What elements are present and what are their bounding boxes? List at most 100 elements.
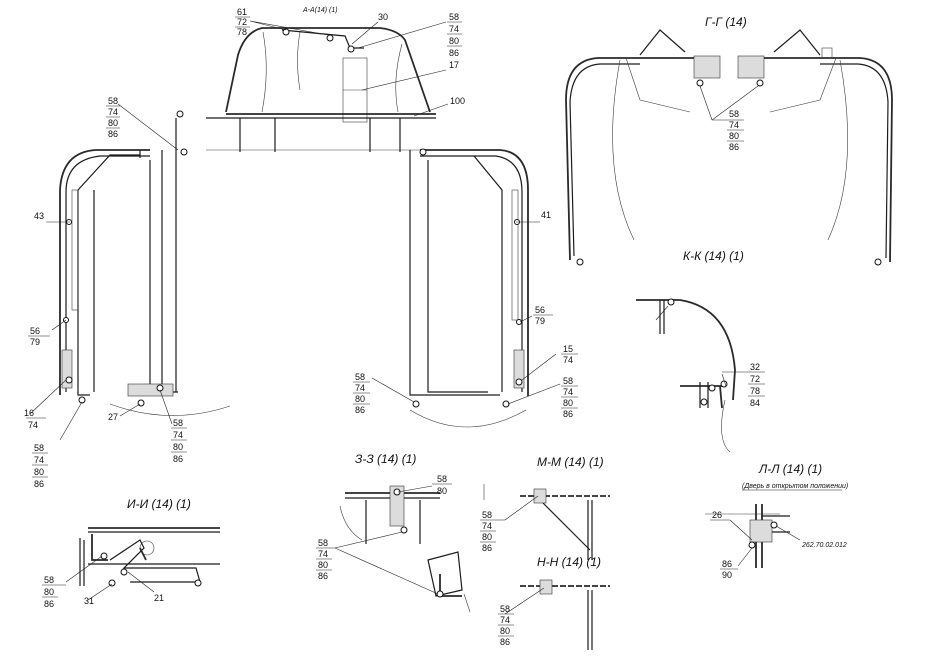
svg-text:74: 74 xyxy=(173,430,183,440)
svg-text:86: 86 xyxy=(500,637,510,647)
svg-text:58: 58 xyxy=(318,538,328,548)
bolt xyxy=(720,380,728,388)
svg-text:80: 80 xyxy=(34,467,44,477)
gg-left-wall xyxy=(565,57,700,261)
view-gg-title: Г-Г (14) xyxy=(705,15,747,29)
bolt xyxy=(576,258,584,266)
svg-text:58: 58 xyxy=(34,443,44,453)
bolt xyxy=(412,400,420,408)
callout-26: 26 xyxy=(712,510,722,520)
svg-text:32: 32 xyxy=(750,362,760,372)
svg-text:74: 74 xyxy=(318,549,328,559)
view-nn: Н-Н (14) (1) xyxy=(520,555,610,650)
svg-text:86: 86 xyxy=(355,405,365,415)
callout-41: 41 xyxy=(541,210,551,220)
callout-100: 100 xyxy=(450,96,465,106)
view-nn-title: Н-Н (14) (1) xyxy=(537,555,601,569)
bolt xyxy=(194,579,202,587)
view-aa-title: А-А(14) (1) xyxy=(302,7,338,14)
view-mm-title: М-М (14) (1) xyxy=(537,455,604,469)
svg-text:86: 86 xyxy=(318,571,328,581)
bolt xyxy=(419,148,427,156)
ll-bracket xyxy=(749,519,773,543)
view-aa: А-А(14) (1) xyxy=(206,7,436,152)
view-mm: М-М (14) (1) xyxy=(483,455,610,560)
svg-text:58: 58 xyxy=(449,12,459,22)
ii-latch xyxy=(109,539,201,583)
svg-text:80: 80 xyxy=(482,532,492,542)
svg-text:74: 74 xyxy=(449,24,459,34)
bolt xyxy=(347,45,355,53)
callout-58-post-right: 58 74 80 86 xyxy=(353,372,370,415)
svg-text:80: 80 xyxy=(44,587,54,597)
callout-27: 27 xyxy=(108,412,118,422)
leader-lines xyxy=(29,20,801,615)
svg-text:79: 79 xyxy=(535,316,545,326)
bolt xyxy=(108,579,116,587)
svg-text:56: 56 xyxy=(30,326,40,336)
callout-43: 43 xyxy=(34,211,44,221)
bolt xyxy=(515,378,523,386)
view-kk: К-К (14) (1) xyxy=(636,249,744,453)
callout-58-zz: 58 74 80 86 xyxy=(316,538,335,581)
callout-58-right-corner: 58 74 80 86 xyxy=(561,376,578,419)
right-post xyxy=(420,149,529,396)
callout-15: 15 74 xyxy=(561,344,578,365)
bracket-27 xyxy=(127,383,174,397)
svg-text:79: 79 xyxy=(30,337,40,347)
svg-text:58: 58 xyxy=(355,372,365,382)
svg-text:86: 86 xyxy=(722,559,732,569)
svg-text:56: 56 xyxy=(535,305,545,315)
svg-text:80: 80 xyxy=(563,398,573,408)
svg-text:86: 86 xyxy=(449,48,459,58)
svg-text:74: 74 xyxy=(729,120,739,130)
svg-text:58: 58 xyxy=(437,474,447,484)
svg-text:74: 74 xyxy=(500,615,510,625)
svg-text:86: 86 xyxy=(108,129,118,139)
callout-58-gg: 58 74 80 86 xyxy=(712,109,744,152)
svg-text:80: 80 xyxy=(437,486,447,496)
view-ii: И-И (14) (1) xyxy=(79,497,220,587)
svg-text:58: 58 xyxy=(482,510,492,520)
bolt xyxy=(180,148,188,156)
callout-31: 31 xyxy=(84,596,94,606)
svg-text:80: 80 xyxy=(355,394,365,404)
left-post xyxy=(59,149,150,395)
callout-58-nn: 58 74 80 86 xyxy=(498,604,514,647)
svg-text:74: 74 xyxy=(482,521,492,531)
nn-bolt-head xyxy=(539,579,553,595)
view-ll-title: Л-Л (14) (1) xyxy=(758,462,822,476)
kk-curved-panel xyxy=(636,299,736,401)
svg-text:86: 86 xyxy=(563,409,573,419)
callout-58-top-left: 58 74 80 86 xyxy=(106,96,120,139)
callout-58-aa: 58 74 80 86 xyxy=(447,12,462,58)
callout-61: 61 72 78 xyxy=(235,7,250,37)
callout-58-bottom-left: 58 74 80 86 xyxy=(32,443,48,489)
callout-30: 30 xyxy=(378,12,388,22)
callout-86: 86 90 xyxy=(720,559,738,580)
callout-17: 17 xyxy=(449,60,459,70)
bolt xyxy=(78,396,86,404)
svg-text:86: 86 xyxy=(482,543,492,553)
svg-text:80: 80 xyxy=(173,442,183,452)
svg-text:86: 86 xyxy=(44,599,54,609)
bolt xyxy=(282,28,290,36)
bolt xyxy=(156,384,164,392)
svg-text:80: 80 xyxy=(108,118,118,128)
svg-text:58: 58 xyxy=(173,418,183,428)
bolt xyxy=(748,541,756,549)
gg-right-wall xyxy=(760,57,893,263)
svg-text:86: 86 xyxy=(729,142,739,152)
svg-text:80: 80 xyxy=(729,131,739,141)
bolt xyxy=(436,590,444,598)
svg-text:74: 74 xyxy=(355,383,365,393)
callout-58-post-left: 58 74 80 86 xyxy=(171,418,187,464)
svg-text:58: 58 xyxy=(563,376,573,386)
svg-text:58: 58 xyxy=(500,604,510,614)
svg-text:74: 74 xyxy=(34,455,44,465)
callout-32: 32 72 78 84 xyxy=(722,362,765,408)
bolt xyxy=(770,521,778,529)
frame-view xyxy=(59,110,529,428)
